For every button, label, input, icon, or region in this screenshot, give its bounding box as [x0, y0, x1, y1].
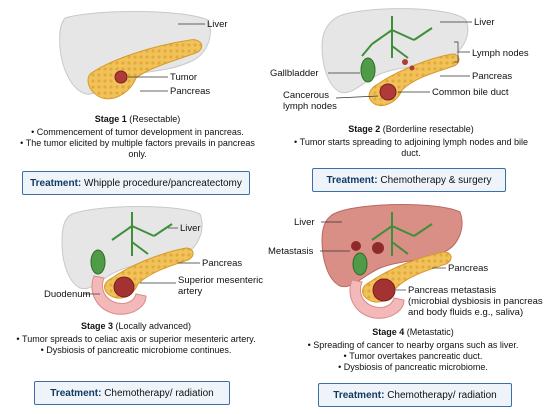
- stage4-treatment-box: Treatment: Chemotherapy/ radiation: [318, 383, 512, 407]
- stage4-label-pancreas-metastasis: Pancreas metastasis: [408, 285, 496, 296]
- stage4-treatment: Chemotherapy/ radiation: [387, 390, 497, 401]
- stage3-duodenum: [91, 275, 147, 315]
- stage4-treatment-label: Treatment:: [333, 390, 385, 401]
- stage2-tumor: [379, 83, 397, 101]
- stage1-bullet: Commencement of tumor development in pan…: [10, 127, 265, 138]
- stage2-label-pancreas: Pancreas: [472, 71, 512, 82]
- stage2-treatment-box: Treatment: Chemotherapy & surgery: [312, 168, 506, 192]
- stage4-duodenum: [349, 279, 405, 319]
- stage3-bullet: Tumor spreads to celiac axis or superior…: [16, 334, 256, 345]
- stage3-tumor: [113, 276, 135, 298]
- stage3-description: Stage 3 (Locally advanced) Tumor spreads…: [16, 321, 256, 356]
- stage3-vessels: [111, 212, 173, 256]
- stage2-treatment: Chemotherapy & surgery: [380, 175, 492, 186]
- stage2-label-cancerous-lymph-nodes: Cancerous lymph nodes: [283, 90, 337, 112]
- stage1-illustration: Liver Tumor Pancreas: [59, 11, 228, 100]
- stage1-treatment: Whipple procedure/pancreatectomy: [84, 178, 242, 189]
- stage3-treatment-label: Treatment:: [50, 388, 102, 399]
- stage3-treatment-box: Treatment: Chemotherapy/ radiation: [34, 381, 230, 405]
- stage4-liver-metastasis: [351, 241, 361, 251]
- stage2-description: Stage 2 (Borderline resectable) Tumor st…: [286, 124, 536, 159]
- stage3-subtitle: (Locally advanced): [115, 321, 192, 331]
- stage2-gallbladder: [360, 57, 376, 83]
- stage4-bullet: Tumor overtakes pancreatic duct.: [286, 351, 540, 362]
- stage2-illustration: Liver Lymph nodes Gallbladder Pancreas C…: [270, 8, 529, 106]
- stage2-label-common-bile-duct: Common bile duct: [432, 87, 509, 98]
- stage2-treatment-label: Treatment:: [326, 175, 378, 186]
- stage2-title: Stage 2: [348, 124, 381, 134]
- stage4-vessels: [371, 212, 433, 256]
- stage4-pancreas-tumor: [372, 278, 396, 302]
- stage3-illustration: Liver Pancreas Duodenum: [44, 206, 242, 315]
- stage3-gallbladder: [90, 249, 106, 275]
- stage1-treatment-box: Treatment: Whipple procedure/pancreatect…: [22, 171, 250, 195]
- stage4-description: Stage 4 (Metastatic) Spreading of cancer…: [286, 327, 540, 373]
- stage1-bullet: The tumor elicited by multiple factors p…: [10, 138, 265, 160]
- stage4-bullet: Spreading of cancer to nearby organs suc…: [286, 340, 540, 351]
- stage4-gallbladder: [352, 252, 368, 276]
- stage3-label-superior-mesenteric-artery: Superior mesenteric artery: [178, 275, 264, 297]
- stage3-treatment: Chemotherapy/ radiation: [104, 388, 214, 399]
- stage3-title: Stage 3: [80, 321, 113, 331]
- stage4-subtitle: (Metastatic): [406, 327, 454, 337]
- stage2-bullet: Tumor starts spreading to adjoining lymp…: [286, 137, 536, 159]
- stage4-label-metastasis: Metastasis: [268, 246, 314, 257]
- stage4-label-liver: Liver: [294, 217, 315, 228]
- stage4-title: Stage 4: [372, 327, 405, 337]
- stage1-tumor: [114, 70, 128, 84]
- stage4-label-pancreas-metastasis-note: (microbial dysbiosis in pancreas and bod…: [408, 296, 543, 318]
- stage1-description: Stage 1 (Resectable) Commencement of tum…: [10, 114, 265, 160]
- stage2-label-lymph-nodes: Lymph nodes: [472, 48, 529, 59]
- stage1-label-liver: Liver: [207, 19, 228, 30]
- stage1-subtitle: (Resectable): [129, 114, 181, 124]
- stage4-bullet: Dysbiosis of pancreatic microbiome.: [286, 362, 540, 373]
- stage2-subtitle: (Borderline resectable): [382, 124, 474, 134]
- stage3-label-duodenum: Duodenum: [44, 289, 91, 300]
- stage4-label-pancreas: Pancreas: [448, 263, 488, 274]
- stage2-label-gallbladder: Gallbladder: [270, 68, 319, 79]
- stage3-bullet: Dysbiosis of pancreatic microbiome conti…: [16, 345, 256, 356]
- stage1-label-pancreas: Pancreas: [170, 86, 210, 97]
- stage3-label-pancreas: Pancreas: [202, 258, 242, 269]
- stage2-vessels: [361, 16, 433, 59]
- stage1-label-tumor: Tumor: [170, 72, 197, 83]
- stage1-title: Stage 1: [94, 114, 127, 124]
- stage1-pancreas: [87, 39, 203, 100]
- stage4-illustration: Liver Metastasis Pancreas Pancreas metas…: [268, 204, 496, 319]
- stage2-label-liver: Liver: [474, 17, 495, 28]
- stage1-treatment-label: Treatment:: [30, 178, 82, 189]
- stage3-label-liver: Liver: [180, 223, 201, 234]
